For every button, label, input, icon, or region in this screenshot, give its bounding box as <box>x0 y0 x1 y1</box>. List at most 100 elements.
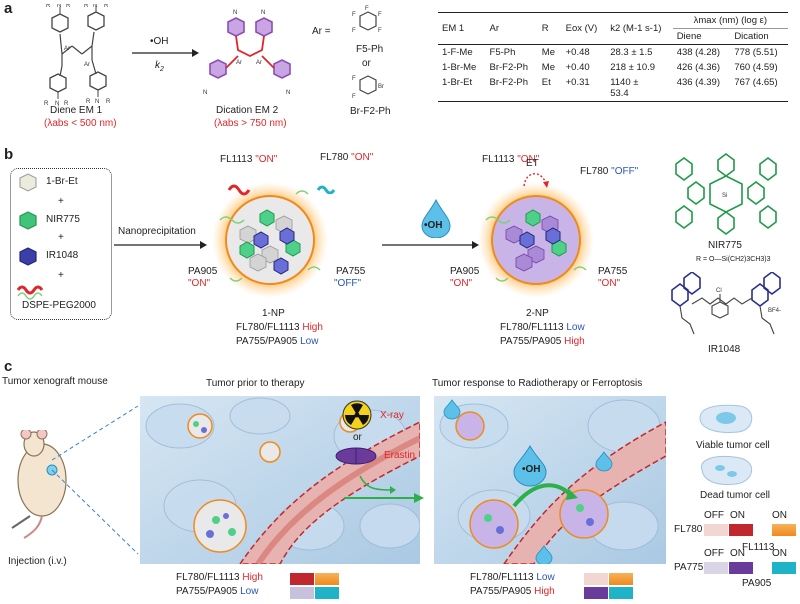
table-cell <box>730 88 788 102</box>
reaction-arrow-a <box>132 49 199 57</box>
panel-letter-c: c <box>4 358 13 375</box>
np2-name: 2-NP <box>526 308 549 319</box>
table-cell <box>561 88 607 102</box>
np2-pa905: PA905 <box>450 266 480 277</box>
table-cell: Me <box>541 62 555 73</box>
table-cell: 767 (4.65) <box>734 77 778 88</box>
nanoparticle-2-np <box>478 182 594 298</box>
svg-text:N: N <box>95 99 99 105</box>
legend-plus: + <box>58 232 64 243</box>
svg-text:F: F <box>352 12 356 18</box>
key-pa905-on <box>772 562 796 574</box>
prior-pa755-bar <box>290 587 314 599</box>
table-cell <box>672 88 731 102</box>
svg-text:F: F <box>352 76 356 82</box>
oh-droplet-icon <box>421 198 451 238</box>
svg-text:N: N <box>93 4 97 9</box>
ar1-label: F5-Ph <box>356 44 384 55</box>
key-pa775-label: PA775 <box>674 562 704 573</box>
np2-pa755-state: "ON" <box>598 278 621 289</box>
key-fl780-on <box>729 524 753 536</box>
response-ratio2: PA755/PA905 High <box>470 586 555 597</box>
svg-text:F: F <box>352 94 356 100</box>
dead-label: Dead tumor cell <box>700 490 771 501</box>
panel-letter-a: a <box>4 0 13 17</box>
viable-label: Viable tumor cell <box>696 440 770 451</box>
svg-text:Ar: Ar <box>256 60 262 66</box>
hexagon-blue-icon <box>19 247 37 266</box>
nanoparticle-1-np <box>212 182 328 298</box>
np2-pa905-state: "ON" <box>450 278 473 289</box>
svg-text:R: R <box>66 4 71 9</box>
key-fl780-label: FL780 <box>674 524 703 535</box>
nir775-name: NIR775 <box>708 240 742 251</box>
table-row: 53.4 <box>438 88 788 102</box>
hexagon-grey-icon <box>19 173 37 192</box>
response-pa755-bar <box>584 587 608 599</box>
svg-text:F: F <box>352 28 356 34</box>
oh-arrow-b <box>382 241 479 249</box>
legend-1-br-et: 1-Br-Et <box>46 176 78 187</box>
table-header: EM 1 <box>438 12 486 45</box>
table-cell: Et <box>541 77 551 88</box>
injection-label: Injection (i.v.) <box>8 556 67 567</box>
nanoprecipitation-label: Nanoprecipitation <box>118 226 196 237</box>
np1-name: 1-NP <box>262 308 285 319</box>
oh-label-c: •OH <box>522 464 541 475</box>
prior-fl1113-bar <box>315 573 339 585</box>
dead-cell-icon <box>701 456 752 485</box>
np1-ratio2: PA755/PA905 Low <box>236 336 319 347</box>
svg-text:R: R <box>104 4 109 9</box>
table-cell <box>537 88 562 102</box>
mouse-title: Tumor xenograft mouse <box>2 376 108 387</box>
viable-cell-icon <box>699 404 753 433</box>
diene-title: Diene EM 1 <box>50 105 103 116</box>
np1-fl1113: FL1113 "ON" <box>220 154 278 165</box>
np1-pa755: PA755 <box>336 266 366 277</box>
table-header: Ar <box>485 12 538 45</box>
svg-text:Si: Si <box>722 193 727 199</box>
key-pa905-label: PA905 <box>742 578 772 589</box>
xray-label: X-ray <box>380 410 404 421</box>
et-arrow-icon <box>523 173 549 188</box>
table-cell: Me <box>541 47 555 58</box>
response-ratio1: FL780/FL1113 Low <box>470 572 555 583</box>
table-cell: 438 (4.28) <box>676 47 720 58</box>
svg-text:R: R <box>46 4 51 9</box>
table-cell: 218 ± 10.9 <box>610 62 656 73</box>
table-cell: 1-Br-Me <box>442 62 477 73</box>
mouse-illustration <box>11 430 67 539</box>
or-label: or <box>353 432 362 443</box>
oh-label-b: •OH <box>424 220 443 231</box>
key-off-fl780: OFF <box>704 510 724 521</box>
svg-text:R: R <box>84 4 89 9</box>
np2-ratio2: PA755/PA905 High <box>500 336 585 347</box>
np2-et: ET <box>526 158 539 169</box>
table-cell: 1-F-Me <box>442 47 473 58</box>
svg-text:N: N <box>261 10 265 16</box>
table-cell: 778 (5.51) <box>734 47 778 58</box>
table-header: λmax (nm) (log ε) <box>672 12 788 29</box>
diene-abs: (λabs < 500 nm) <box>44 118 117 129</box>
tumor-prior-panel <box>140 396 420 564</box>
ir1048-name: IR1048 <box>708 344 741 355</box>
response-pa905-bar <box>609 587 633 599</box>
table-cell <box>438 88 486 102</box>
component-legend <box>10 168 112 320</box>
key-fl780-off <box>704 524 728 536</box>
key-fl1113-label: FL1113 <box>742 542 775 553</box>
key-on-fl1113: ON <box>772 510 787 521</box>
svg-text:N: N <box>57 4 61 9</box>
prior-ratio1: FL780/FL1113 High <box>176 572 263 583</box>
svg-text:Br: Br <box>378 84 384 90</box>
legend-dspe-peg: DSPE-PEG2000 <box>22 300 96 311</box>
table-cell: Br-F2-Ph <box>489 77 529 88</box>
radiation-icon <box>342 400 372 430</box>
np1-pa905-state: "ON" <box>188 278 211 289</box>
np1-pa755-state: "OFF" <box>334 278 362 289</box>
ir1048-structure: Cl BF4- <box>671 272 781 335</box>
prior-title: Tumor prior to therapy <box>206 378 305 389</box>
